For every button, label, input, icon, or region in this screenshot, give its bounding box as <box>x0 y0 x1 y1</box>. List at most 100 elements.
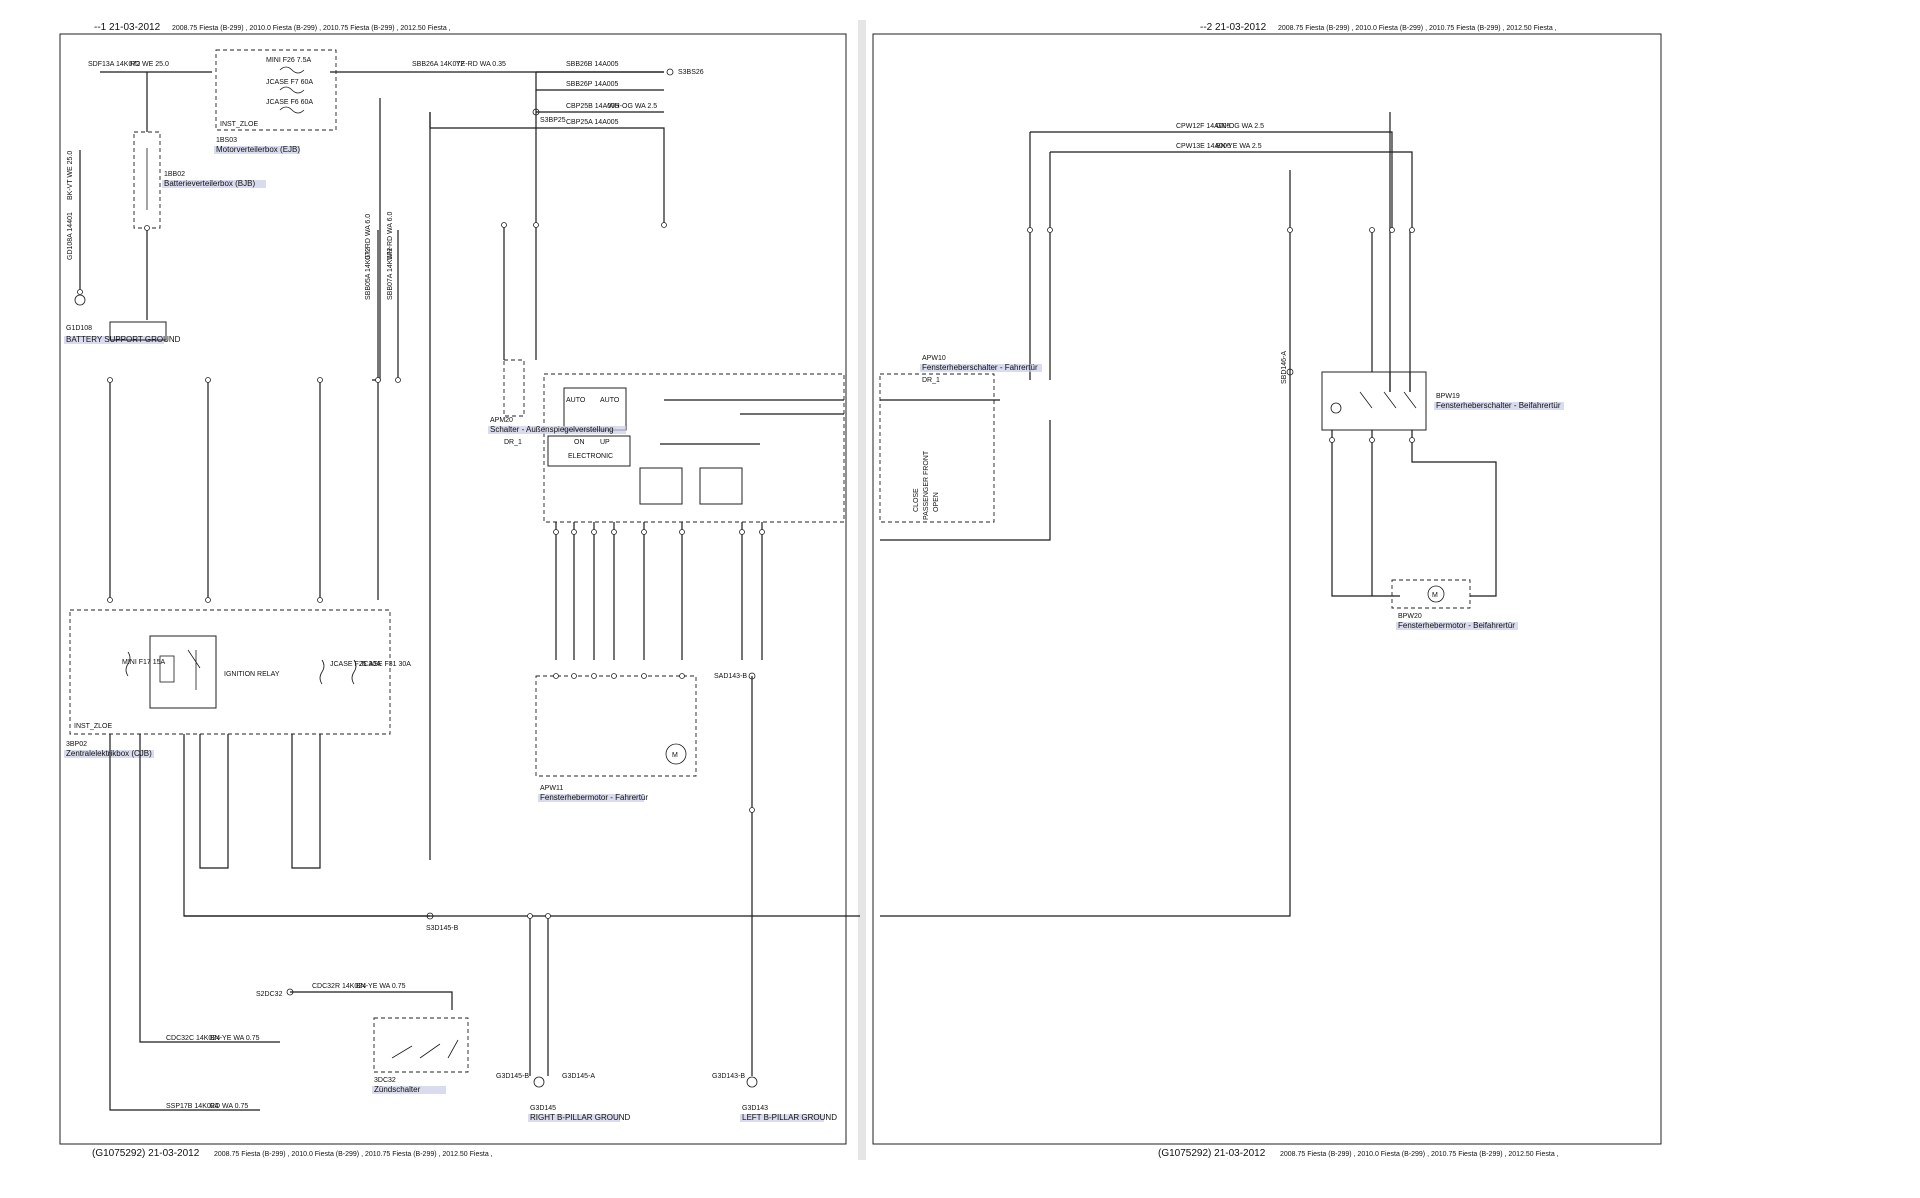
cjb-fuse-f17: MINI F17 15A <box>122 659 166 666</box>
connector-pin <box>1047 227 1053 233</box>
wire-below-cjb-5 <box>291 734 321 869</box>
connector-pin <box>591 673 597 679</box>
wire-label-whog25-a: WH-OG WA 2.5 <box>608 103 657 110</box>
passenger-motor-id: BPW20 <box>1398 613 1422 620</box>
fuse-f17-symbol <box>125 651 131 677</box>
right-sheet-border <box>872 33 1662 1145</box>
cjb-fuse-f31: JCASE F31 30A <box>360 661 411 668</box>
wire-below-cjb-2 <box>139 734 280 1043</box>
splice-sbd146a <box>1286 368 1294 376</box>
cjb-name: Zentralelektrikbox (CJB) <box>66 749 152 758</box>
passenger-motor-highlight <box>1396 622 1518 630</box>
relay-coil <box>159 655 175 683</box>
passenger-motor-m: M <box>1432 592 1438 599</box>
connector-pin <box>317 597 323 603</box>
connector-pin <box>571 529 577 535</box>
driver-switch-dashed <box>879 373 995 523</box>
connector-pin <box>317 377 323 383</box>
passenger-switch-name: Fensterheberschalter - Beifahrertür <box>1436 401 1561 410</box>
relay-block-1 <box>639 467 683 505</box>
wire-label-gd108a: GD108A 14401 <box>67 212 74 260</box>
wire-label-yerd035: YE-RD WA 0.35 <box>456 61 506 68</box>
connector-pin <box>611 529 617 535</box>
cjb-id: 3BP02 <box>66 741 87 748</box>
connector-pin <box>759 529 765 535</box>
driver-motor-m: M <box>672 752 678 759</box>
wire-label-ssp17b: SSP17B 14K024 <box>166 1103 219 1110</box>
ignition-switch-id: 3DC32 <box>374 1077 396 1084</box>
connector-pin <box>395 377 401 383</box>
connector-pin <box>553 529 559 535</box>
splice-s3bs26 <box>666 68 674 76</box>
right-footer-models: 2008.75 Fiesta (B-299) , 2010.0 Fiesta (… <box>1280 1151 1559 1158</box>
auto-label-1: AUTO <box>566 397 586 404</box>
wire-label-gnog25: GN-OG WA 2.5 <box>1216 123 1264 130</box>
splice-label-s2dc32: S2DC32 <box>256 991 283 998</box>
driver-switch-highlight <box>920 364 1042 372</box>
driver-motor-id: APW11 <box>540 785 563 792</box>
ejb-inst-label: INST_ZLOE <box>220 121 258 128</box>
wire-label-bnye075-a: BN-YE WA 0.75 <box>356 983 406 990</box>
connector-pin <box>571 673 577 679</box>
up-label: UP <box>600 439 610 446</box>
mirror-switch-dashed <box>503 359 525 417</box>
wire-right-risers <box>1029 112 1411 392</box>
ejb-fuse-f26: MINI F26 7.5A <box>266 57 311 64</box>
open-label: OPEN <box>933 492 940 512</box>
wire-below-cjb-3 <box>183 734 430 917</box>
left-header-models: 2008.75 Fiesta (B-299) , 2010.0 Fiesta (… <box>172 25 451 32</box>
wire-label-sbb05a: SBB05A 14K072 <box>365 248 372 300</box>
auto-switch-box <box>563 387 627 431</box>
wire-cpw12f <box>1030 131 1393 230</box>
connector-pin <box>533 222 539 228</box>
fuse-f31-symbol <box>351 659 357 685</box>
wire-from-left-page <box>880 399 1051 541</box>
wire-below-cjb-4 <box>199 734 229 869</box>
passenger-switch-highlight <box>1434 402 1564 410</box>
connector-pin <box>144 225 150 231</box>
ejb-box <box>215 49 337 131</box>
left-ground-highlight <box>740 1114 824 1122</box>
electronic-box <box>547 435 631 467</box>
wire-right-ground <box>529 916 549 1076</box>
connector-pin <box>1409 437 1415 443</box>
ignition-relay-box <box>149 635 217 709</box>
splice-sad143b <box>748 672 756 680</box>
connector-pin <box>1369 437 1375 443</box>
splice-label-sad143b: SAD143-B <box>714 673 747 680</box>
wire-label-bnye25: BN-YE WA 2.5 <box>1216 143 1262 150</box>
ground-g3d145 <box>533 1076 545 1088</box>
wire-label-sbb26b: SBB26B 14A005 <box>566 61 619 68</box>
connector-pin <box>77 289 83 295</box>
wire-label-cbp25b: CBP25B 14A005 <box>566 103 619 110</box>
right-header-models: 2008.75 Fiesta (B-299) , 2010.0 Fiesta (… <box>1278 25 1557 32</box>
connector-pin <box>501 222 507 228</box>
connector-pin <box>1409 227 1415 233</box>
wire-ignition-feed <box>290 991 453 1010</box>
bjb-name: Batterieverteilerbox (BJB) <box>164 179 255 188</box>
connector-pin <box>749 807 755 813</box>
connector-pin <box>205 377 211 383</box>
wire-label-cpw12f: CPW12F 14A005 <box>1176 123 1231 130</box>
connector-pin <box>553 673 559 679</box>
wire-passenger-switch-up <box>1371 230 1411 392</box>
connector-pin <box>1369 227 1375 233</box>
connector-pin <box>545 913 551 919</box>
driver-switch-name: Fensterheberschalter - Fahrertür <box>922 363 1038 372</box>
ground-label-g3d145a: G3D145-A <box>562 1073 595 1080</box>
ground-label-g3d145b: G3D145-B <box>496 1073 529 1080</box>
right-ground-highlight <box>528 1114 620 1122</box>
connector-pin <box>679 529 685 535</box>
close-label: CLOSE <box>913 488 920 512</box>
splice-label-s3bp25: S3BP25 <box>540 117 566 124</box>
connector-pins <box>77 222 1415 919</box>
passenger-switch-lamp <box>1330 402 1342 414</box>
cjb-name-highlight <box>64 750 154 758</box>
left-footer-date: (G1075292) 21-03-2012 <box>92 1148 200 1159</box>
ignition-switch-contacts <box>391 1039 459 1059</box>
connector-pin <box>1329 437 1335 443</box>
driver-motor-name: Fensterhebermotor - Fahrertür <box>540 793 648 802</box>
connector-pin <box>641 529 647 535</box>
left-footer-models: 2008.75 Fiesta (B-299) , 2010.0 Fiesta (… <box>214 1151 493 1158</box>
